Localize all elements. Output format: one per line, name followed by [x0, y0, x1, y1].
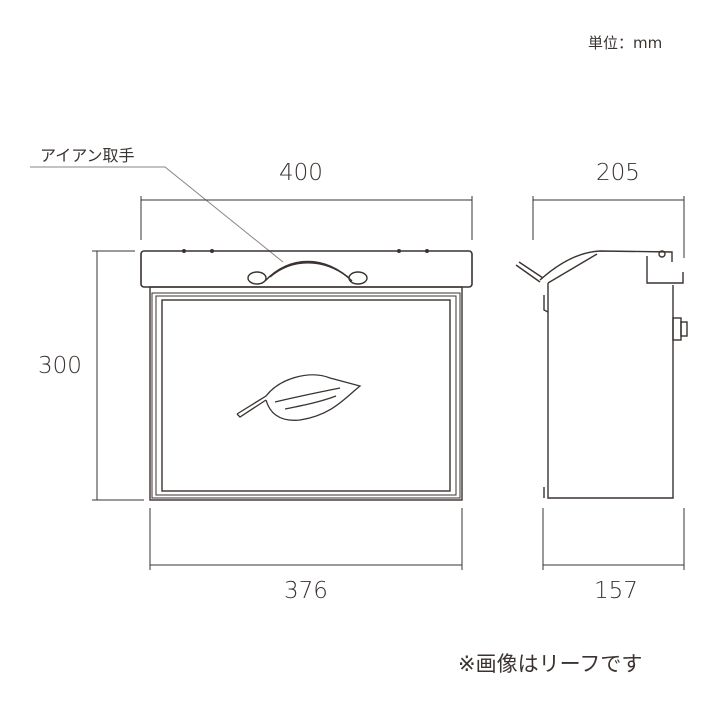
- note-text: ※画像はリーフです: [458, 652, 643, 676]
- unit-label: 単位：mm: [588, 34, 663, 52]
- dimension-line-400: [140, 196, 473, 240]
- dimension-300-label: 300: [38, 353, 82, 379]
- side-pin: [515, 264, 541, 283]
- front-view: [140, 249, 473, 501]
- dimension-line-376: [149, 508, 463, 570]
- side-lid: [539, 250, 673, 281]
- dimension-line-157: [542, 508, 685, 570]
- side-body: [547, 283, 674, 499]
- front-body: [149, 286, 463, 501]
- side-view: [515, 250, 688, 499]
- handle-label: アイアン取手: [40, 146, 135, 165]
- dimension-line-300: [92, 250, 144, 501]
- leaf-plate-icon: [236, 374, 362, 421]
- dimension-400-label: 400: [279, 160, 323, 186]
- dimension-205-label: 205: [596, 160, 640, 186]
- front-lid: [140, 250, 473, 288]
- handle-leader-line: [30, 166, 284, 263]
- dimension-376-label: 376: [284, 578, 328, 604]
- side-knob: [672, 317, 682, 341]
- lid-rivets: [182, 249, 429, 253]
- iron-handle-icon: [247, 260, 368, 285]
- dimension-157-label: 157: [594, 578, 638, 604]
- dimension-line-205: [532, 196, 685, 258]
